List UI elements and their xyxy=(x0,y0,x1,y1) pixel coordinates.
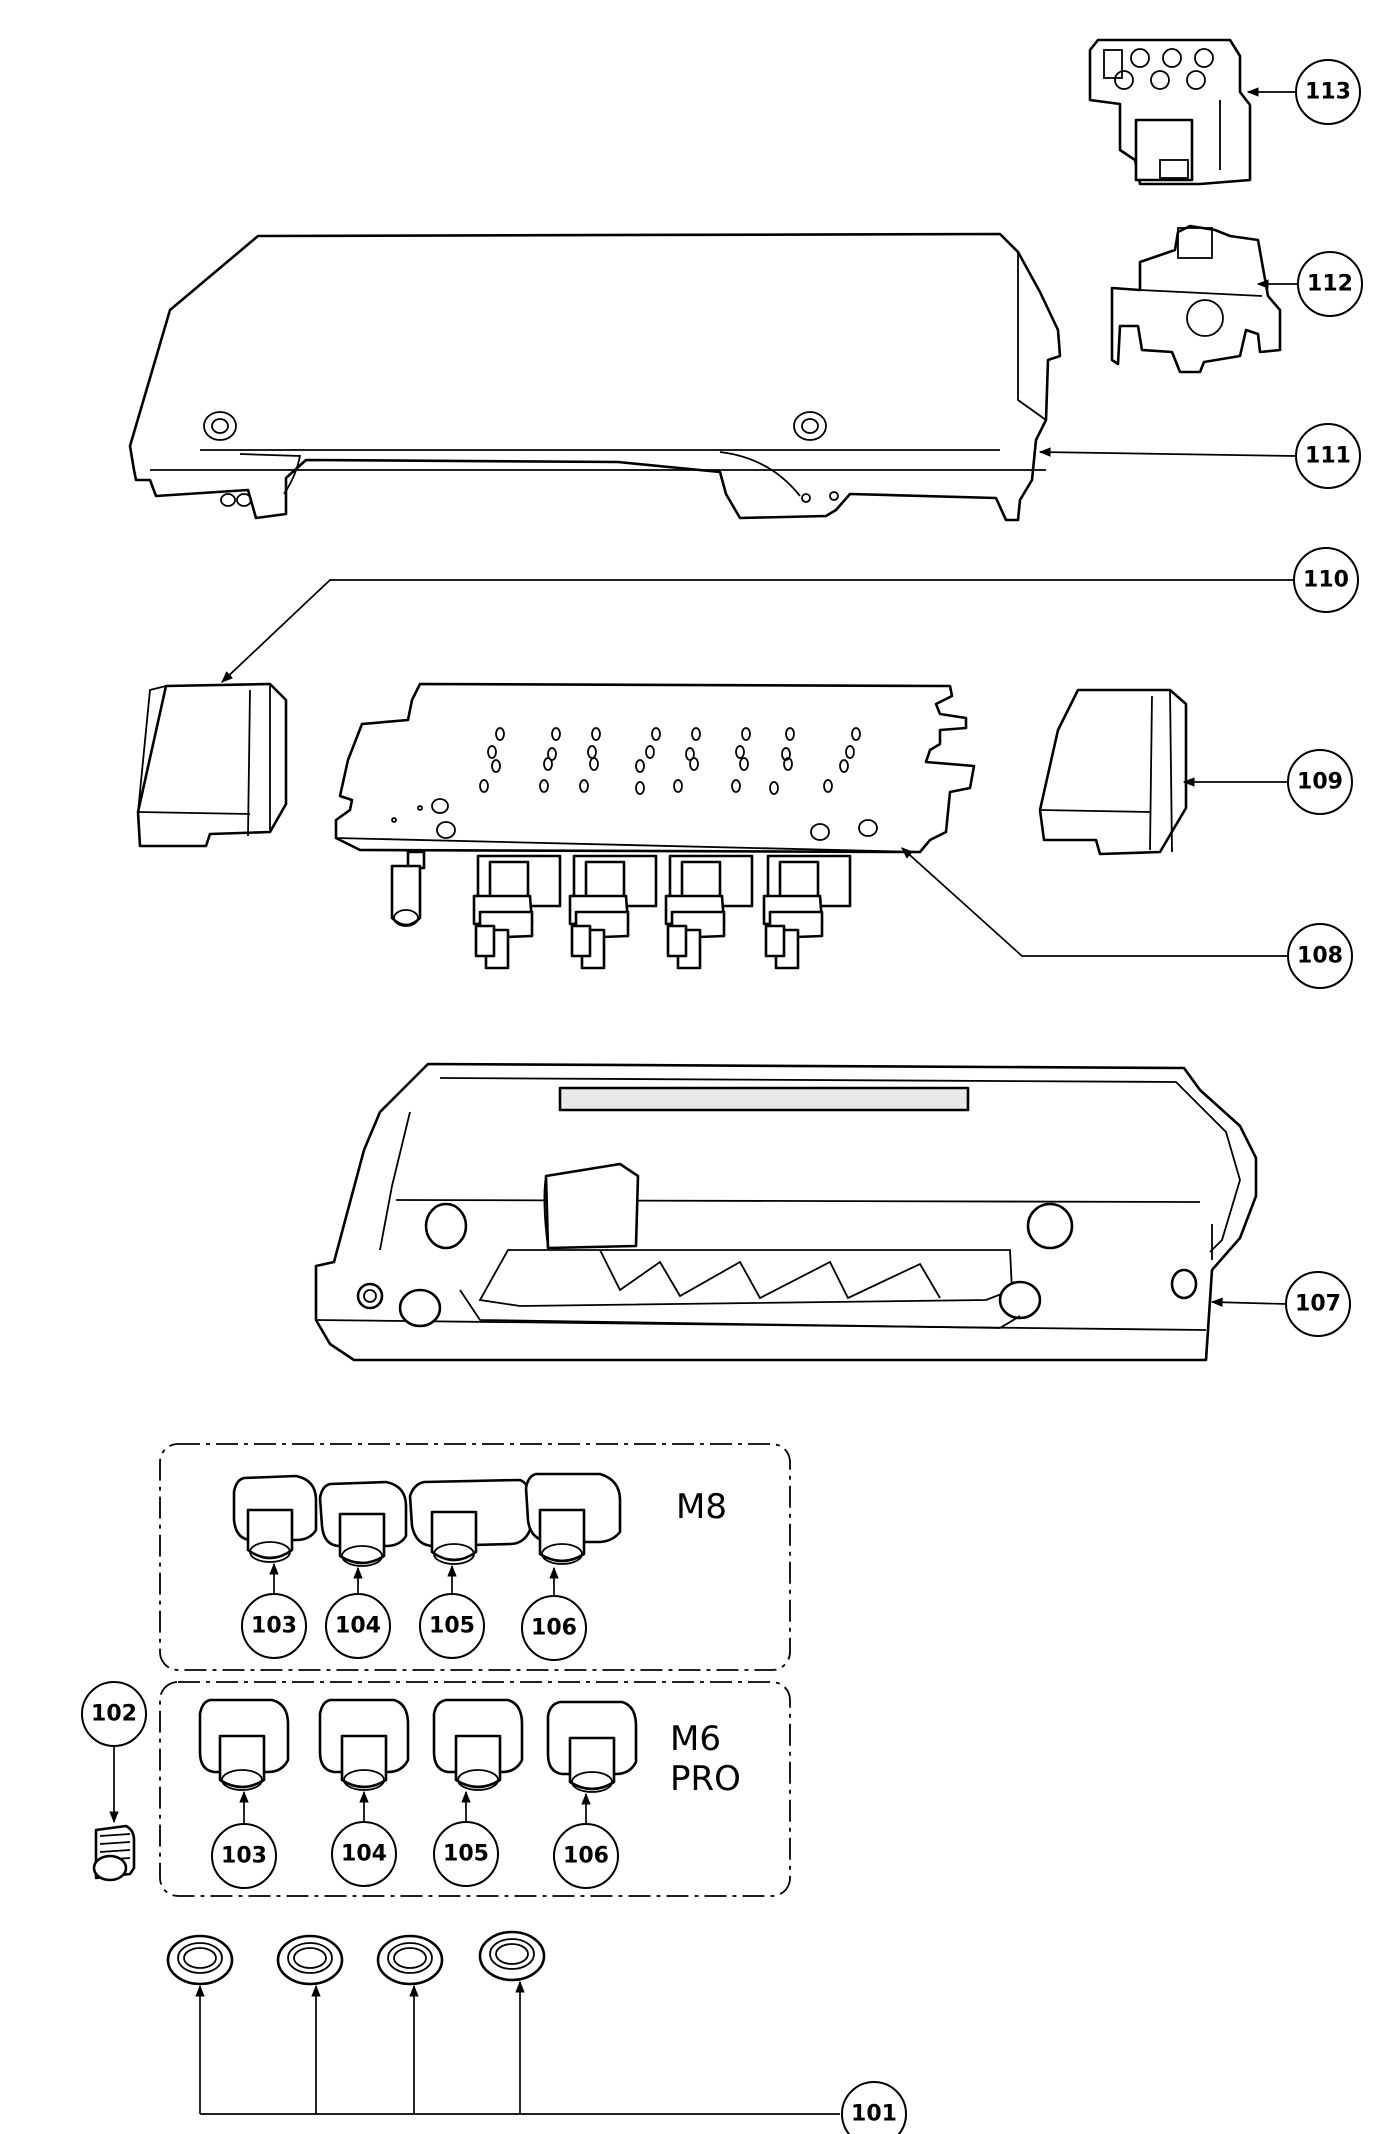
part-101-rings xyxy=(166,1930,546,1986)
leader-lines xyxy=(109,87,1298,2115)
callout-107-label: 107 xyxy=(1295,1292,1341,1317)
m8-knob-103 xyxy=(232,1474,318,1563)
callout-m6pro-103-label: 103 xyxy=(221,1844,267,1869)
callout-m8-103: 103 xyxy=(241,1593,307,1659)
ring-1 xyxy=(166,1934,234,1986)
callout-m8-103-label: 103 xyxy=(251,1614,297,1639)
callout-m6pro-104-label: 104 xyxy=(341,1842,387,1867)
part-113-connector-housing xyxy=(1088,38,1252,186)
pcb-switch-3 xyxy=(664,854,754,970)
callout-m6pro-106-label: 106 xyxy=(563,1844,609,1869)
m6pro-label-line2: PRO xyxy=(670,1759,741,1799)
callout-107: 107 xyxy=(1285,1271,1351,1337)
m8-knob-104 xyxy=(318,1480,408,1567)
callout-111: 111 xyxy=(1295,423,1361,489)
callout-m8-104: 104 xyxy=(325,1593,391,1659)
ring-2 xyxy=(276,1934,344,1986)
callout-m8-105: 105 xyxy=(419,1593,485,1659)
ring-3 xyxy=(376,1934,444,1986)
callout-m6pro-106: 106 xyxy=(553,1823,619,1889)
m8-knob-106 xyxy=(524,1472,622,1565)
pcb-led xyxy=(390,850,426,927)
callout-101: 101 xyxy=(841,2081,907,2134)
callout-108-label: 108 xyxy=(1297,944,1343,969)
ring-4 xyxy=(478,1930,546,1982)
pcb-switch-1 xyxy=(472,854,562,970)
callout-m8-104-label: 104 xyxy=(335,1614,381,1639)
m6pro-label-line1: M6 xyxy=(670,1719,721,1759)
callout-m6pro-105: 105 xyxy=(433,1821,499,1887)
part-110-left-end-cap xyxy=(136,682,288,848)
part-112-latch-clip xyxy=(1110,224,1282,374)
m8-label: M8 xyxy=(676,1487,727,1527)
m8-group-box xyxy=(159,1443,791,1671)
callout-109-label: 109 xyxy=(1297,770,1343,795)
callout-m8-105-label: 105 xyxy=(429,1614,475,1639)
callout-m8-106: 106 xyxy=(521,1595,587,1661)
callout-109: 109 xyxy=(1287,749,1353,815)
m6pro-knob-105 xyxy=(432,1698,524,1791)
callout-112-label: 112 xyxy=(1307,272,1353,297)
callout-m6pro-104: 104 xyxy=(331,1821,397,1887)
part-107-bottom-housing xyxy=(314,1062,1258,1362)
pcb-holes xyxy=(391,727,878,841)
callout-110-label: 110 xyxy=(1303,568,1349,593)
m6pro-group-box xyxy=(159,1681,791,1897)
callout-112: 112 xyxy=(1297,251,1363,317)
m6pro-knob-106 xyxy=(546,1700,638,1793)
callout-m8-106-label: 106 xyxy=(531,1616,577,1641)
callout-m6pro-105-label: 105 xyxy=(443,1842,489,1867)
callout-m6pro-103: 103 xyxy=(211,1823,277,1889)
m8-knob-105 xyxy=(408,1478,532,1565)
callout-113-label: 113 xyxy=(1305,80,1351,105)
leader-107 xyxy=(1210,1297,1287,1308)
part-111-top-cover xyxy=(128,232,1062,522)
part-102-spring xyxy=(92,1824,136,1882)
m6pro-knob-row xyxy=(198,1698,638,1793)
callout-102: 102 xyxy=(81,1681,147,1747)
pcb-switch-4 xyxy=(762,854,852,970)
part-108-pcb-board xyxy=(334,682,976,970)
callout-101-label: 101 xyxy=(851,2102,897,2127)
m6pro-knob-104 xyxy=(318,1698,410,1791)
callout-108: 108 xyxy=(1287,923,1353,989)
pcb-switch-2 xyxy=(568,854,658,970)
leader-110 xyxy=(221,579,1294,683)
callout-102-label: 102 xyxy=(91,1702,137,1727)
leader-108 xyxy=(901,847,1288,957)
m6pro-knob-103 xyxy=(198,1698,290,1791)
leader-111 xyxy=(1038,447,1297,457)
callout-113: 113 xyxy=(1295,59,1361,125)
callout-110: 110 xyxy=(1293,547,1359,613)
m8-knob-row xyxy=(232,1472,622,1567)
part-109-right-end-cap xyxy=(1038,688,1188,856)
callout-111-label: 111 xyxy=(1305,444,1351,469)
